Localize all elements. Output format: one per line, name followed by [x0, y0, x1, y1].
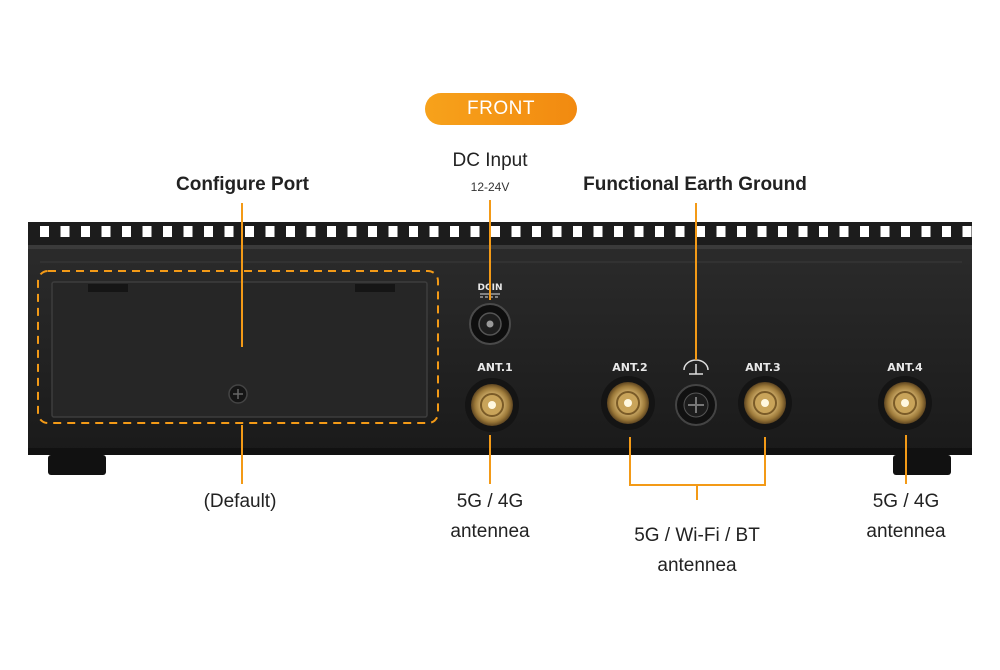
fin-gap	[245, 226, 254, 237]
fin-gap	[675, 226, 685, 237]
configure-port-highlight	[37, 270, 439, 424]
leader-lines	[241, 200, 907, 500]
fin-gap	[737, 226, 746, 237]
fin-gap	[860, 226, 869, 237]
fin-gap	[552, 226, 562, 237]
foot-right	[893, 455, 951, 475]
ant1-caption-line1: 5G / 4G	[456, 491, 524, 512]
fin-gap	[101, 226, 111, 237]
ant4-caption-line1: 5G / 4G	[872, 491, 940, 512]
ant23-caption-line1: 5G / Wi-Fi / BT	[634, 525, 760, 546]
fin-gap	[532, 226, 541, 237]
fin-gap	[347, 226, 357, 237]
fin-gap	[327, 226, 336, 237]
fin-gap	[880, 226, 890, 237]
ant1-caption-line2: antennea	[450, 521, 530, 542]
fin-gap	[614, 226, 623, 237]
fin-gap	[163, 226, 172, 237]
fin-gap	[757, 226, 767, 237]
fin-gap	[655, 226, 664, 237]
fin-gap	[798, 226, 808, 237]
fin-gap	[593, 226, 603, 237]
ant4-connector	[878, 376, 932, 430]
front-badge: FRONT	[425, 93, 577, 125]
configure-port-cover	[51, 281, 428, 418]
ant4-marking: ANT.4	[887, 361, 923, 374]
ground-screw	[675, 384, 717, 426]
ant1-marking: ANT.1	[477, 361, 512, 374]
fin-gap	[511, 226, 521, 237]
fin-gap	[696, 226, 705, 237]
fin-gap	[81, 226, 90, 237]
dc-voltage-label: 12-24V	[470, 180, 510, 194]
ant1-caption: 5G / 4G antennea	[420, 487, 560, 547]
fin-gap	[122, 226, 131, 237]
fin-gap	[491, 226, 500, 237]
fin-gap	[839, 226, 849, 237]
ant4-caption: 5G / 4G antennea	[836, 487, 976, 547]
dc-input-label: DC Input	[452, 150, 528, 171]
fin-gap	[921, 226, 931, 237]
fin-gap	[634, 226, 644, 237]
fin-gap	[306, 226, 316, 237]
fin-gap	[429, 226, 439, 237]
fin-gap	[819, 226, 828, 237]
fin-gap	[142, 226, 152, 237]
configure-port-label: Configure Port	[176, 174, 309, 195]
fin-gap	[60, 226, 70, 237]
fin-gap	[942, 226, 951, 237]
fin-gap	[265, 226, 275, 237]
ant23-caption-line2: antennea	[657, 555, 737, 576]
ant1-connector	[465, 378, 519, 432]
fin-gap	[716, 226, 726, 237]
ant4-caption-line2: antennea	[866, 521, 946, 542]
fin-gap	[183, 226, 193, 237]
fin-gap	[286, 226, 295, 237]
fin-gap	[388, 226, 398, 237]
ant2-connector	[601, 376, 655, 430]
fin-gap	[901, 226, 910, 237]
fin-gap	[470, 226, 480, 237]
fin-gap	[778, 226, 787, 237]
fin-gap	[224, 226, 234, 237]
ant2-marking: ANT.2	[612, 361, 647, 374]
ant3-connector	[738, 376, 792, 430]
default-label: (Default)	[203, 491, 277, 512]
fin-gap	[368, 226, 377, 237]
fin-gap	[573, 226, 582, 237]
fin-gap	[204, 226, 213, 237]
fin-gap	[450, 226, 459, 237]
functional-earth-label: Functional Earth Ground	[583, 174, 807, 195]
heatsink-fins	[28, 222, 972, 247]
ant23-caption: 5G / Wi-Fi / BT antennea	[607, 521, 787, 581]
fin-gap	[40, 226, 49, 237]
ant3-marking: ANT.3	[745, 361, 780, 374]
fin-gap	[409, 226, 418, 237]
foot-left	[48, 455, 106, 475]
fin-gap	[962, 226, 972, 237]
